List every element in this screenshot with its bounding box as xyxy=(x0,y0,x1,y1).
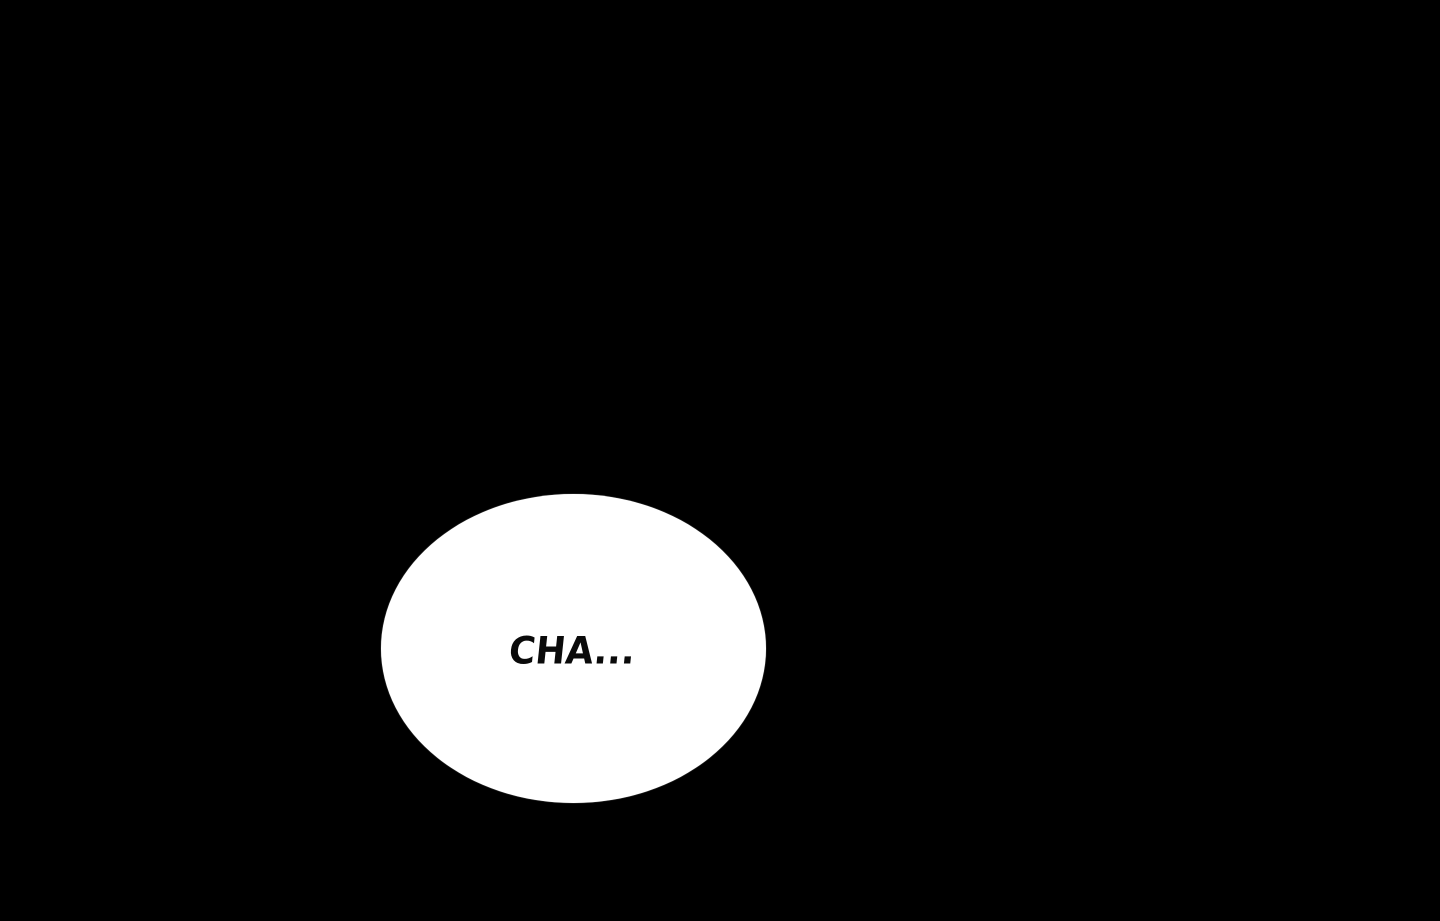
speech-bubble-text: CHA... xyxy=(507,629,638,673)
speech-bubble: CHA... xyxy=(381,494,766,803)
